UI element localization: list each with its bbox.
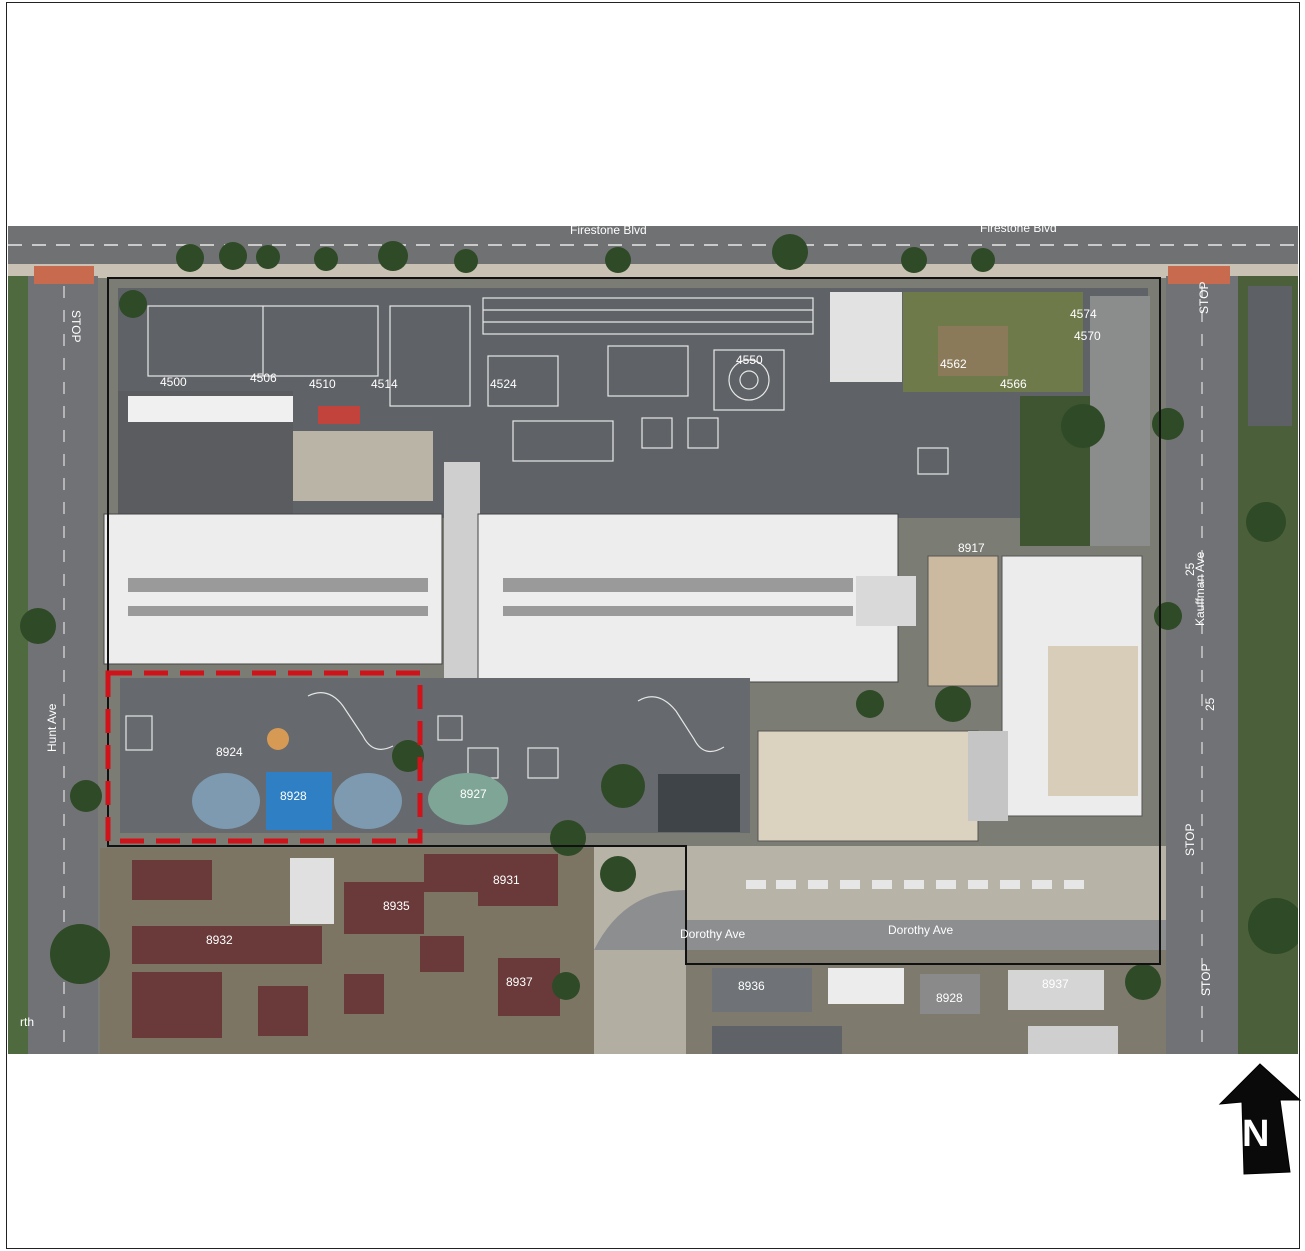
parcel-label-4550: 4550	[736, 353, 763, 367]
north-arrow-icon: N	[1218, 1063, 1302, 1175]
project-study-area	[105, 670, 423, 844]
stop-mark-se: STOP	[1199, 964, 1213, 996]
speed-mark-1: 25	[1183, 562, 1197, 576]
speed-mark-2: 25	[1203, 697, 1217, 711]
play-structure-west	[192, 773, 260, 829]
firestone-sidewalk	[8, 264, 1298, 278]
parcel-label-8931: 8931	[493, 873, 520, 887]
parcel-label-4574: 4574	[1070, 307, 1097, 321]
parcel-label-8917: 8917	[958, 541, 985, 555]
parcel-label-4562: 4562	[940, 357, 967, 371]
street-label-firestone-east: Firestone Blvd	[980, 226, 1057, 235]
play-structure-east	[334, 773, 402, 829]
school-site-boundary	[107, 277, 1161, 965]
hunt-road	[28, 276, 98, 1054]
parcel-label-8927: 8927	[460, 787, 487, 801]
parcel-label-4566: 4566	[1000, 377, 1027, 391]
street-label-partial: rth	[20, 1015, 34, 1029]
north-label: N	[1242, 1113, 1269, 1155]
stop-mark-nw: STOP	[69, 310, 83, 342]
crosswalk-ne	[1168, 266, 1230, 284]
hunt-west-lots	[8, 276, 28, 1054]
south-dark-roof	[658, 774, 740, 832]
residential-roofs-east	[712, 968, 1118, 1054]
north-shed	[830, 292, 902, 382]
parcel-label-8935: 8935	[383, 899, 410, 913]
playground-markings	[125, 692, 725, 779]
ne-dirt-patch	[938, 326, 1008, 376]
street-label-firestone-west: Firestone Blvd	[570, 226, 647, 237]
parked-cars	[746, 880, 1084, 889]
central-breezeway	[444, 462, 480, 682]
play-structure-8927	[428, 773, 508, 825]
central-classroom-building	[477, 513, 899, 683]
west-parking-canopy	[128, 396, 293, 422]
dorothy-cul-de-sac	[594, 950, 686, 1054]
south-building	[757, 730, 979, 842]
white-garage	[290, 858, 334, 924]
parcel-label-8932: 8932	[206, 933, 233, 947]
parcel-label-8936: 8936	[738, 979, 765, 993]
residential-roofs-west	[132, 854, 560, 1038]
stop-mark-ne: STOP	[1197, 282, 1211, 314]
rooftop-equipment	[128, 578, 853, 616]
south-building-wing	[968, 731, 1008, 821]
street-label-dorothy-west: Dorothy Ave	[680, 927, 745, 941]
four-square-circle	[267, 728, 289, 750]
parcel-label-8928: 8928	[280, 789, 307, 803]
parcel-label-8937b: 8937	[1042, 977, 1069, 991]
central-annex	[856, 576, 916, 626]
red-structure	[318, 406, 360, 424]
street-label-kauffman: Kauffman Ave	[1193, 551, 1207, 626]
east-parking-lot	[1248, 286, 1292, 426]
street-label-hunt: Hunt Ave	[45, 703, 59, 752]
dorothy-road-east	[686, 920, 1166, 950]
kauffman-road	[1166, 276, 1238, 1054]
parcel-label-4514: 4514	[371, 377, 398, 391]
shade-canopy	[266, 772, 332, 830]
dorothy-curve	[594, 890, 686, 954]
gym-roof-panel	[1048, 646, 1138, 796]
aerial-map[interactable]: Firestone Blvd Firestone Blvd Hunt Ave K…	[8, 226, 1298, 1054]
parcel-label-4570: 4570	[1074, 329, 1101, 343]
crosswalk-nw	[34, 266, 94, 284]
drop-off-loop	[293, 431, 433, 501]
court-markings	[147, 297, 949, 475]
parcel-label-8937: 8937	[506, 975, 533, 989]
parcel-label-4524: 4524	[490, 377, 517, 391]
parcel-label-4506: 4506	[250, 371, 277, 385]
parcel-label-8928b: 8928	[936, 991, 963, 1005]
parcel-label-8924: 8924	[216, 745, 243, 759]
stop-mark-mid: STOP	[1183, 824, 1197, 856]
parcel-label-4500: 4500	[160, 375, 187, 389]
multipurpose-room	[927, 555, 999, 687]
parcel-label-4510: 4510	[309, 377, 336, 391]
street-label-dorothy-east: Dorothy Ave	[888, 923, 953, 937]
